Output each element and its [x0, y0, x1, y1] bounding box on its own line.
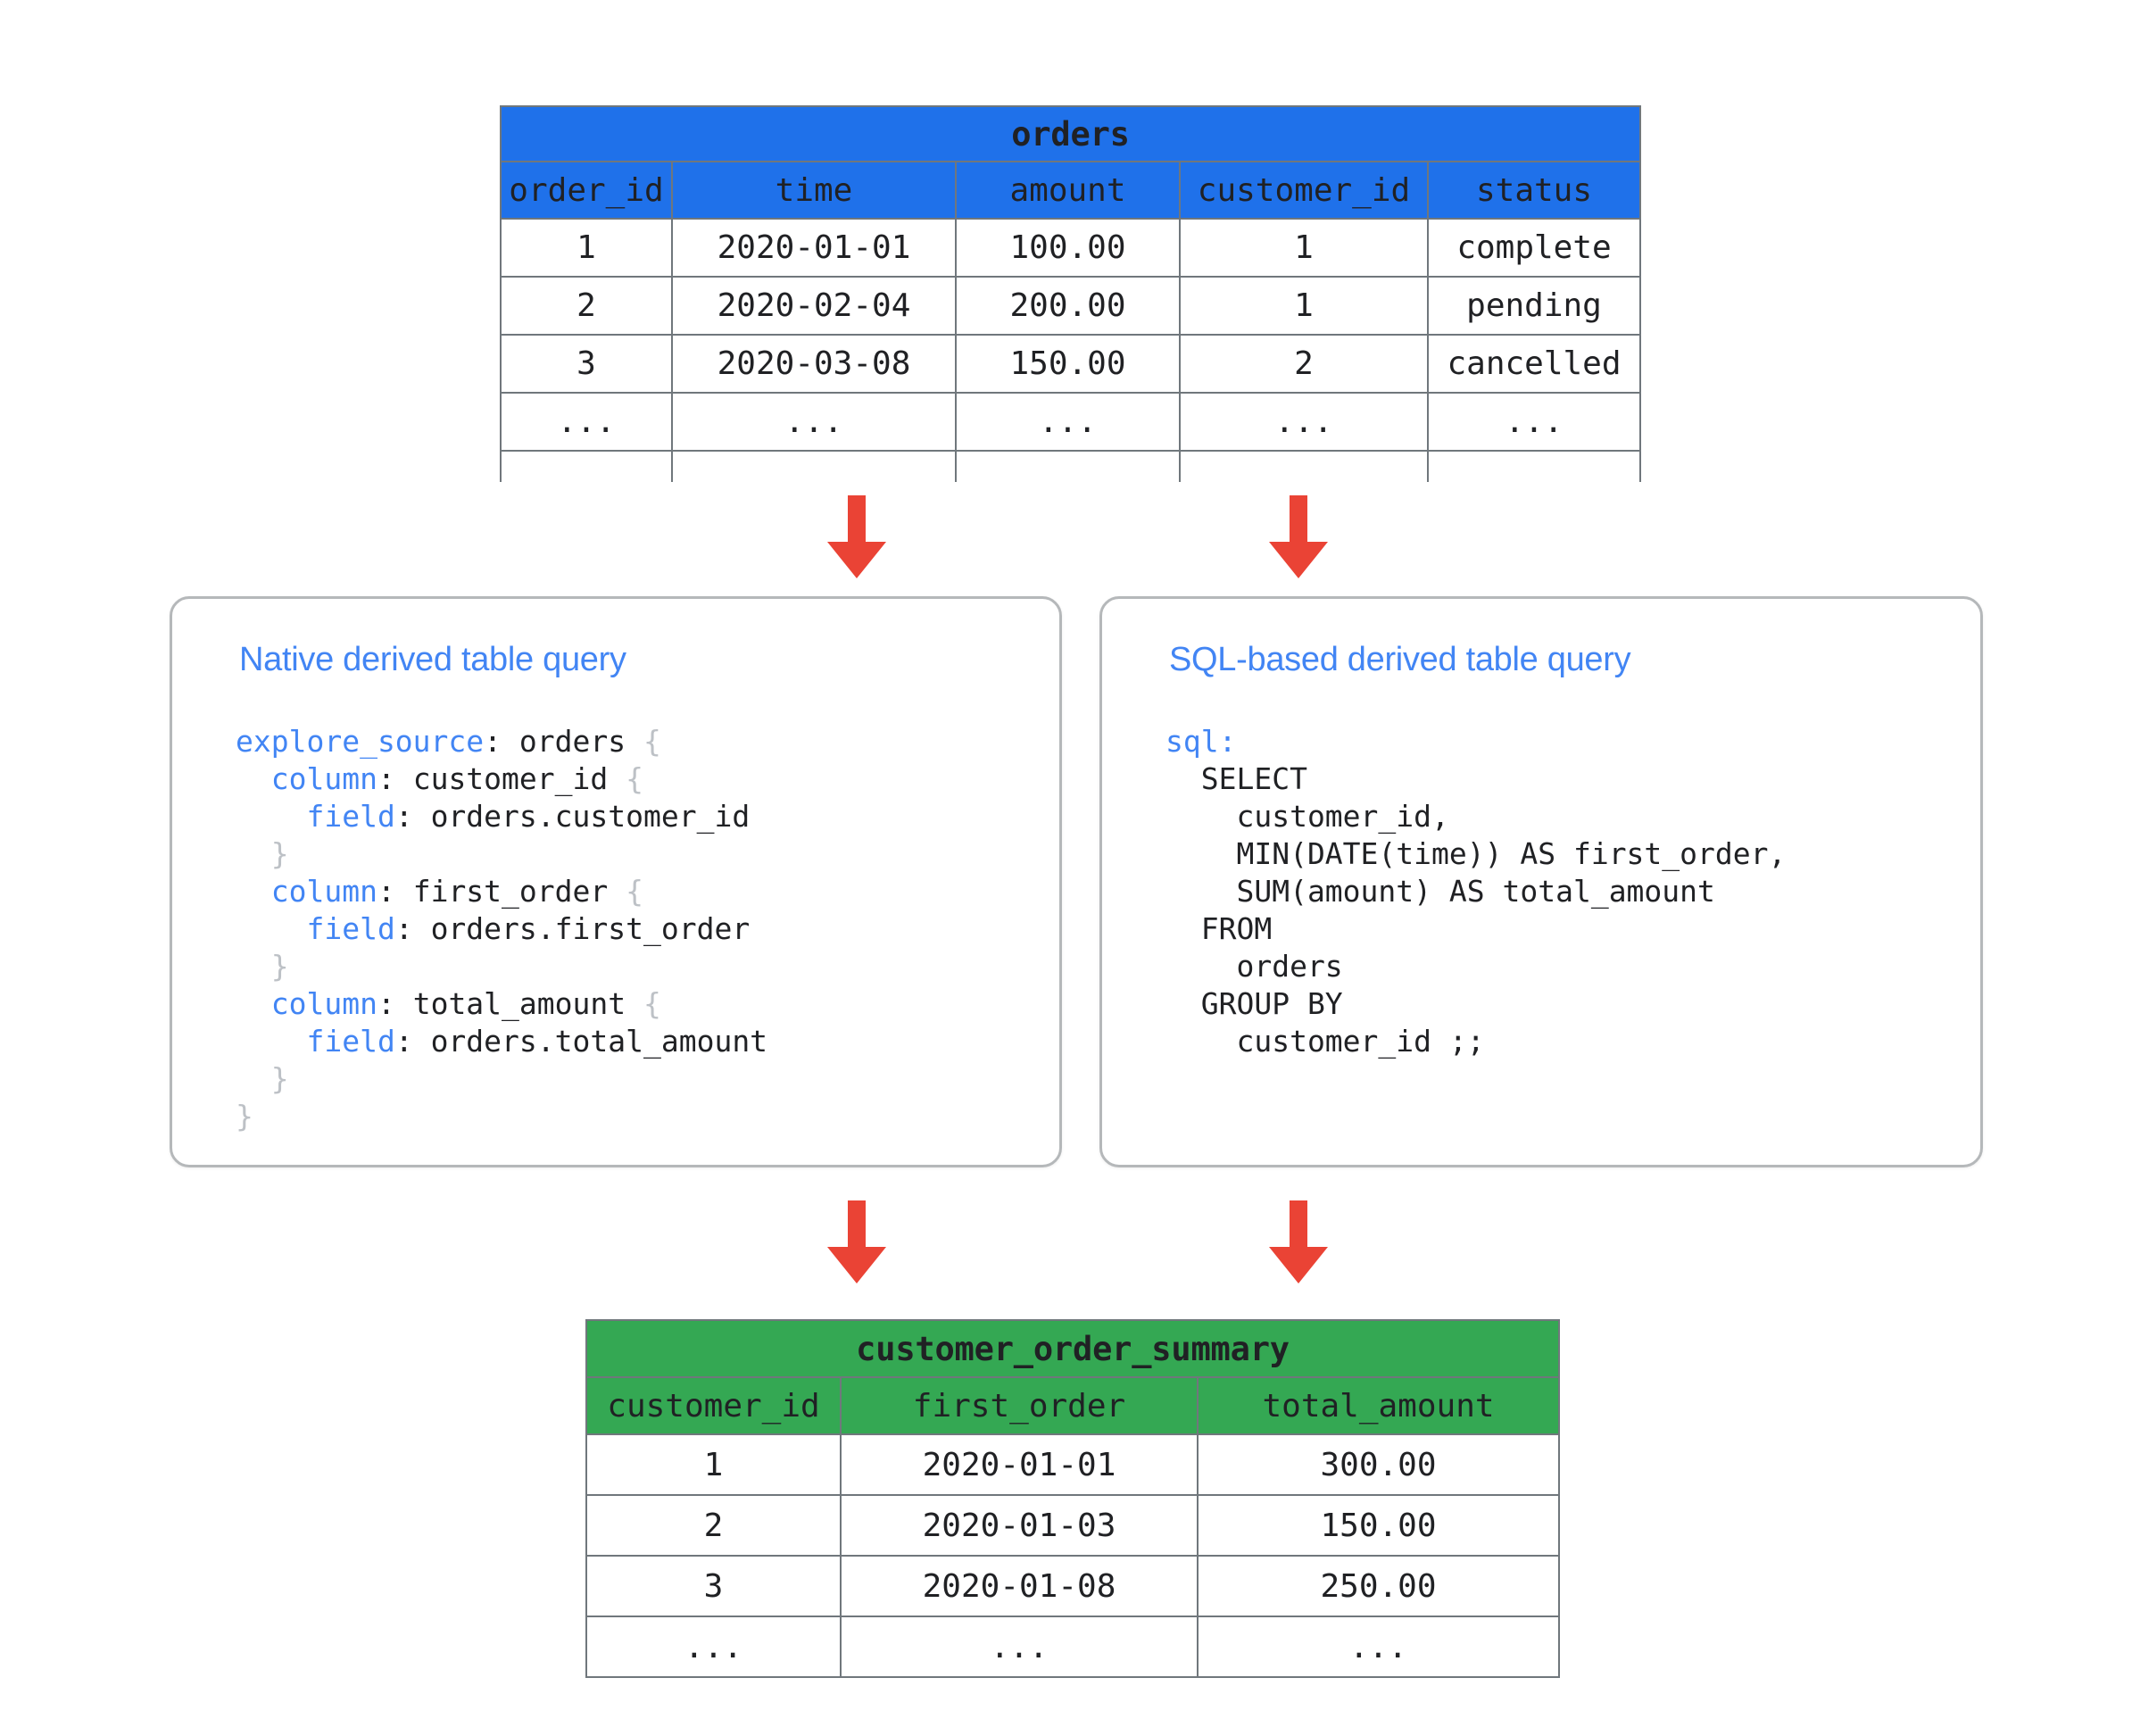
orders-col-amount: amount [955, 161, 1181, 220]
table-row: 2 2020-01-03 150.00 [585, 1494, 1561, 1557]
arrow-orders-to-sql-icon [1269, 495, 1328, 578]
arrow-sql-to-summary-icon [1269, 1200, 1328, 1283]
orders-cell: 3 [500, 334, 673, 394]
orders-cell [1426, 450, 1642, 482]
orders-cell: 1 [1179, 218, 1429, 278]
summary-cell: 250.00 [1196, 1555, 1561, 1617]
orders-cell: ... [1426, 392, 1642, 452]
orders-table-title: orders [499, 105, 1642, 162]
orders-cell [500, 450, 673, 482]
orders-cell: ... [671, 392, 957, 452]
orders-cell: 2 [1179, 334, 1429, 394]
orders-cell: ... [500, 392, 673, 452]
sql-card-code: sql: SELECT customer_id, MIN(DATE(time))… [1165, 724, 1787, 1059]
arrow-orders-to-native-icon [827, 495, 886, 578]
orders-col-customer-id: customer_id [1179, 161, 1429, 220]
orders-table: orders order_id time amount customer_id … [499, 105, 1642, 482]
summary-cell: 2020-01-03 [840, 1494, 1199, 1557]
summary-cell: ... [840, 1616, 1199, 1678]
native-card-title: Native derived table query [239, 641, 626, 678]
summary-table-title: customer_order_summary [585, 1319, 1561, 1378]
orders-col-time: time [671, 161, 957, 220]
sql-card-title: SQL-based derived table query [1169, 641, 1631, 678]
table-row: 1 2020-01-01 100.00 1 complete [500, 218, 1642, 278]
orders-cell: ... [1179, 392, 1429, 452]
customer-order-summary-table: customer_order_summary customer_id first… [585, 1319, 1561, 1678]
orders-cell: ... [955, 392, 1181, 452]
summary-cell: 300.00 [1196, 1433, 1561, 1496]
sql-derived-table-card [1099, 596, 1983, 1167]
orders-cell: complete [1426, 218, 1642, 278]
summary-col-total-amount: total_amount [1196, 1376, 1561, 1435]
summary-cell: 3 [585, 1555, 842, 1617]
summary-cell: 2020-01-01 [840, 1433, 1199, 1496]
arrow-native-to-summary-icon [827, 1200, 886, 1283]
summary-col-customer-id: customer_id [585, 1376, 842, 1435]
orders-cell: 1 [500, 218, 673, 278]
orders-cell: 2020-03-08 [671, 334, 957, 394]
table-row-ellipsis: ... ... ... [585, 1616, 1561, 1678]
summary-cell: 2 [585, 1494, 842, 1557]
table-row-truncated [500, 450, 1642, 482]
table-row: 3 2020-03-08 150.00 2 cancelled [500, 334, 1642, 394]
orders-cell [955, 450, 1181, 482]
summary-table-header-row: customer_id first_order total_amount [585, 1376, 1561, 1435]
orders-col-order-id: order_id [500, 161, 673, 220]
orders-table-title-row: orders [499, 105, 1642, 162]
native-derived-table-card [170, 596, 1062, 1167]
orders-cell: 2 [500, 276, 673, 336]
orders-cell: cancelled [1426, 334, 1642, 394]
summary-cell: ... [1196, 1616, 1561, 1678]
summary-cell: 1 [585, 1433, 842, 1496]
orders-cell: 2020-02-04 [671, 276, 957, 336]
orders-cell: 200.00 [955, 276, 1181, 336]
summary-cell: 2020-01-08 [840, 1555, 1199, 1617]
table-row: 1 2020-01-01 300.00 [585, 1433, 1561, 1496]
orders-cell: 100.00 [955, 218, 1181, 278]
table-row: 2 2020-02-04 200.00 1 pending [500, 276, 1642, 336]
orders-cell: 150.00 [955, 334, 1181, 394]
orders-col-status: status [1426, 161, 1642, 220]
table-row: 3 2020-01-08 250.00 [585, 1555, 1561, 1617]
orders-cell: 2020-01-01 [671, 218, 957, 278]
summary-cell: ... [585, 1616, 842, 1678]
orders-table-header-row: order_id time amount customer_id status [500, 161, 1642, 220]
native-card-code: explore_source: orders { column: custome… [236, 724, 768, 1134]
orders-cell [1179, 450, 1429, 482]
table-row-ellipsis: ... ... ... ... ... [500, 392, 1642, 452]
orders-cell: pending [1426, 276, 1642, 336]
summary-cell: 150.00 [1196, 1494, 1561, 1557]
summary-table-title-row: customer_order_summary [585, 1319, 1561, 1378]
summary-col-first-order: first_order [840, 1376, 1199, 1435]
orders-cell: 1 [1179, 276, 1429, 336]
orders-cell [671, 450, 957, 482]
